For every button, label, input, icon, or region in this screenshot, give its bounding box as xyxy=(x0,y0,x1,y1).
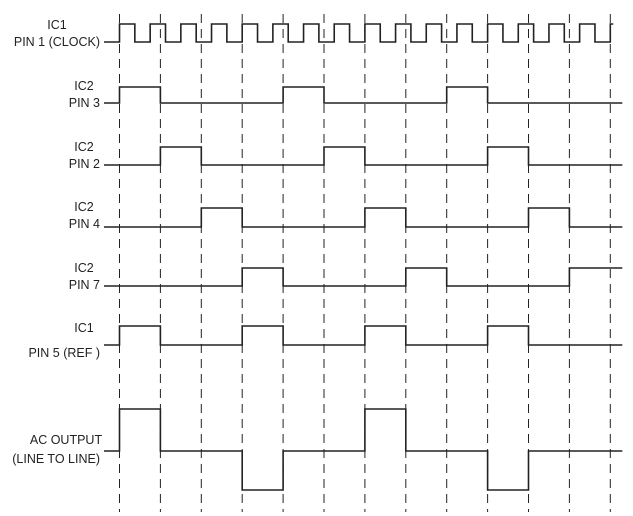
ic2-pin7-waveform xyxy=(104,267,623,287)
clock-label-line: IC1 xyxy=(47,18,67,32)
ic2-pin2-label-line: PIN 2 xyxy=(69,157,100,171)
ic2-pin3-label-line: PIN 3 xyxy=(69,96,100,110)
ic2-pin7-label-line: PIN 7 xyxy=(69,278,100,292)
ac-output-label-line: (LINE TO LINE) xyxy=(12,452,100,466)
clock-waveform xyxy=(104,23,614,43)
ic2-pin4-label-line: IC2 xyxy=(74,200,94,214)
ic2-pin3-waveform xyxy=(104,86,623,104)
ac-output-waveform xyxy=(104,408,623,491)
ic2-pin4-label-line: PIN 4 xyxy=(69,217,100,231)
ic2-pin2-waveform xyxy=(104,146,623,166)
ic2-pin2-label-line: IC2 xyxy=(74,140,94,154)
ic1-pin5-ref-label-line: IC1 xyxy=(74,321,94,335)
ic1-pin5-ref-label-line: PIN 5 (REF ) xyxy=(28,346,100,360)
ic1-pin5-ref-waveform xyxy=(104,325,623,346)
ac-output-label-line: AC OUTPUT xyxy=(30,433,103,447)
ic2-pin3-label-line: IC2 xyxy=(74,79,94,93)
waveforms xyxy=(104,23,623,491)
ic2-pin7-label-line: IC2 xyxy=(74,261,94,275)
ic2-pin4-waveform xyxy=(104,207,623,228)
clock-label-line: PIN 1 (CLOCK) xyxy=(14,35,100,49)
